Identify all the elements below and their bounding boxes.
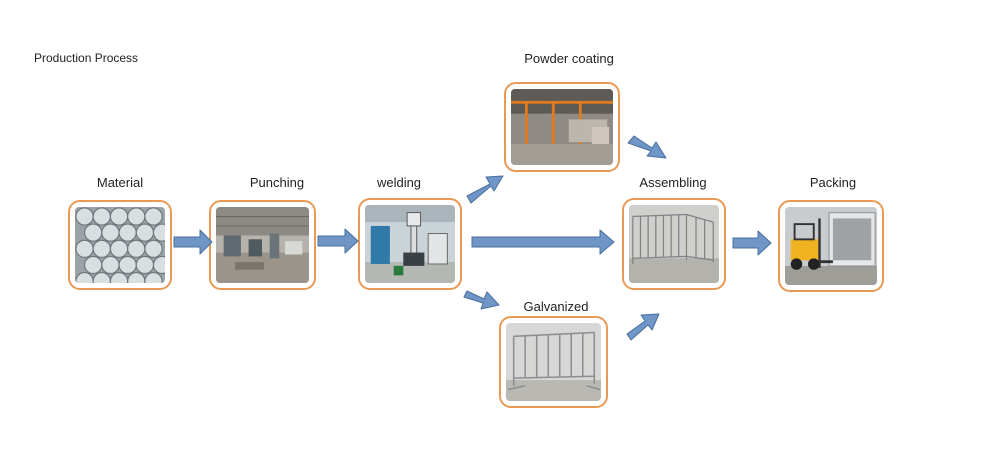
step-label-welding: welding <box>376 175 422 190</box>
diagram-title: Production Process <box>34 51 139 65</box>
step-label-powder-coating: Powder coating <box>524 51 614 66</box>
arrow-punching-to-welding <box>317 228 359 254</box>
galvanized-barrier-photo-icon <box>506 323 601 401</box>
material-node <box>68 200 172 290</box>
arrow-welding-to-galvanized <box>463 290 500 310</box>
step-label-packing: Packing <box>809 175 857 190</box>
galvanized-node <box>499 316 608 408</box>
welding-node <box>358 198 462 290</box>
arrow-welding-to-powder-coating <box>466 175 504 204</box>
packing-node <box>778 200 884 292</box>
arrow-welding-to-assembling <box>471 229 615 255</box>
arrow-powder-to-assembling <box>627 135 667 159</box>
arrow-assembling-to-packing <box>732 230 772 256</box>
step-label-assembling: Assembling <box>639 175 707 190</box>
assembling-node <box>622 198 726 290</box>
step-label-material: Material <box>96 175 144 190</box>
step-label-galvanized: Galvanized <box>523 299 589 314</box>
forklift-packing-photo-icon <box>785 207 877 285</box>
powder-coating-node <box>504 82 620 172</box>
punching-workshop-photo-icon <box>216 207 309 283</box>
arrow-galvanized-to-assembling <box>626 313 660 341</box>
punching-node <box>209 200 316 290</box>
step-label-punching: Punching <box>249 175 305 190</box>
steel-tubes-photo-icon <box>75 207 165 283</box>
arrow-material-to-punching <box>173 229 213 255</box>
welding-robot-photo-icon <box>365 205 455 283</box>
powder-coating-line-photo-icon <box>511 89 613 165</box>
assembled-fence-photo-icon <box>629 205 719 283</box>
